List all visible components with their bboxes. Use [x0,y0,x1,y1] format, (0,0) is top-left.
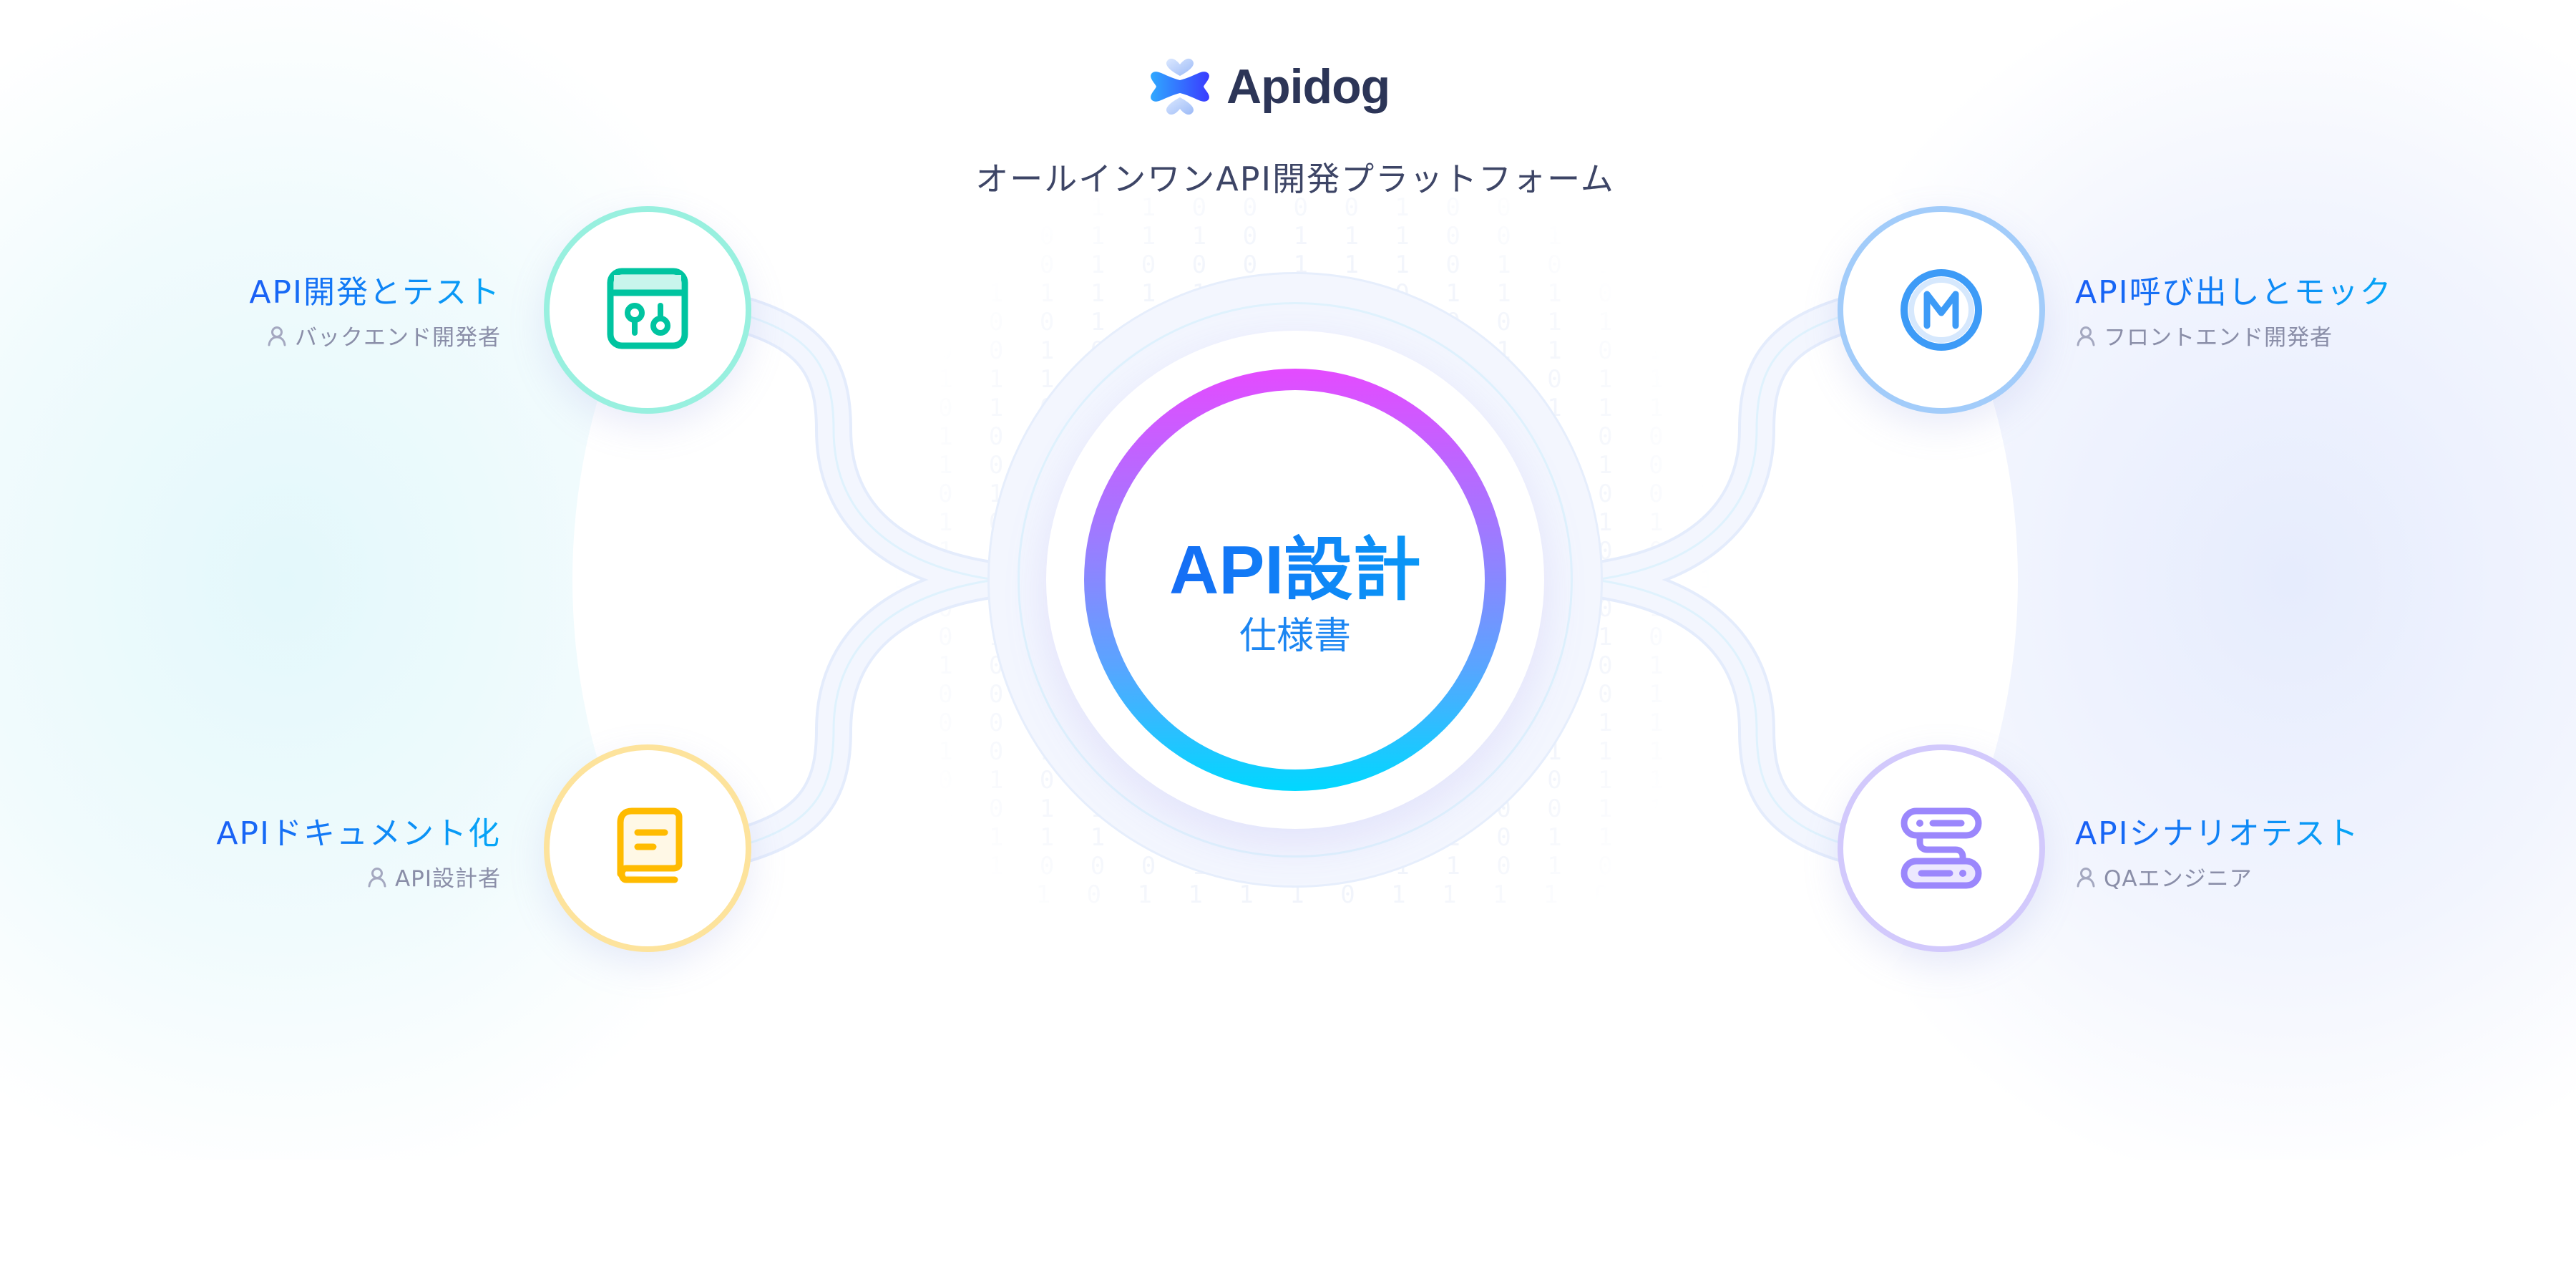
mock-m-icon [1901,269,1982,351]
book-icon [617,807,683,883]
node-title: API呼び出しとモック [2075,266,2393,312]
node-docs-label: APIドキュメント化 API設計者 [216,807,501,893]
brand-name: Apidog [1226,59,1390,114]
apidog-logo: Apidog [1148,57,1390,116]
tagline: オールインワンAPI開発プラットフォーム [975,160,1615,198]
connector-paths [726,296,1865,863]
node-mock[interactable] [1838,206,2045,414]
node-role: バックエンド開発者 [249,319,501,351]
node-scenario[interactable] [1838,744,2045,952]
node-title: API開発とテスト [249,266,501,312]
user-icon [268,326,286,346]
node-title: APIドキュメント化 [216,807,501,853]
node-dev-test[interactable] [544,206,751,414]
node-dev-test-label: API開発とテスト バックエンド開発者 [249,266,501,351]
sliders-window-icon [607,268,688,349]
center-outer-line [1018,302,1573,858]
scenario-flow-icon [1901,807,1982,889]
center-subtitle: 仕様書 [1239,615,1351,658]
center-inner-disc [1106,390,1485,770]
user-icon [2077,867,2095,887]
node-title: APIシナリオテスト [2075,807,2360,853]
user-icon [368,867,386,887]
node-role: API設計者 [216,860,501,893]
user-icon [2077,326,2095,346]
node-role: フロントエンド開発者 [2075,319,2393,351]
node-docs[interactable] [544,744,751,952]
node-role: QAエンジニア [2075,860,2360,893]
node-scenario-label: APIシナリオテスト QAエンジニア [2075,807,2360,893]
apidog-logo-icon [1151,58,1209,115]
center-title: API設計 [1080,514,1510,613]
node-mock-label: API呼び出しとモック フロントエンド開発者 [2075,266,2393,351]
